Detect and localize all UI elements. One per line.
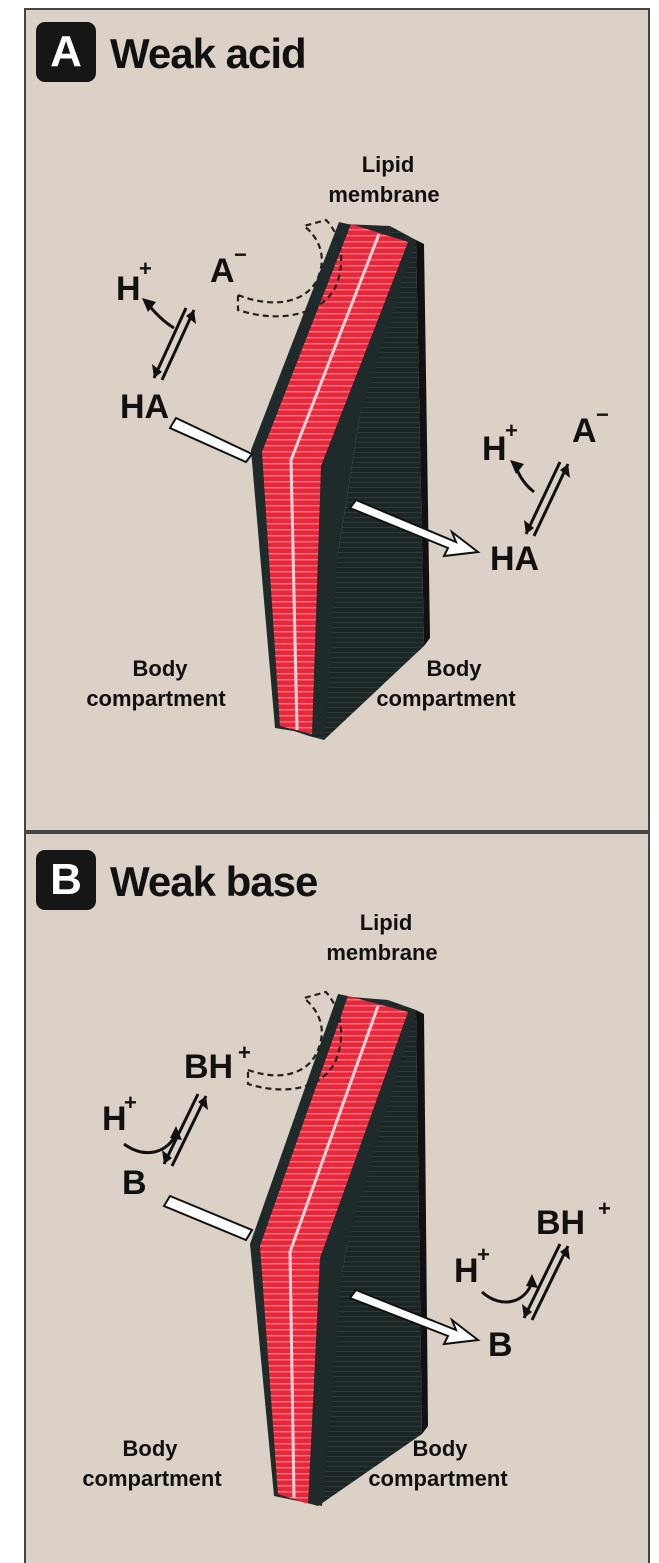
panel-weak-acid: A Weak acid <box>24 8 650 832</box>
membrane-label-line1: Lipid <box>360 910 413 935</box>
left-ion: A <box>210 252 235 290</box>
left-ion-charge: − <box>234 242 247 267</box>
membrane-label-line2: membrane <box>326 940 437 965</box>
left-compartment-line2: compartment <box>86 686 226 711</box>
right-equilibrium <box>510 460 570 536</box>
right-proton: H <box>482 430 507 468</box>
left-proton-charge: + <box>139 256 152 281</box>
lipid-membrane <box>251 222 430 740</box>
left-compartment-line2: compartment <box>82 1466 222 1491</box>
entry-arrow <box>164 1196 252 1240</box>
left-ion: BH <box>184 1048 233 1086</box>
panel-weak-base: B Weak base <box>24 832 650 1563</box>
right-proton-charge: + <box>477 1242 490 1267</box>
right-equilibrium <box>482 1244 570 1320</box>
right-neutral: HA <box>490 540 539 578</box>
left-proton-charge: + <box>124 1090 137 1115</box>
left-proton: H <box>102 1100 127 1138</box>
membrane-label-line1: Lipid <box>362 152 415 177</box>
right-ion: A <box>572 412 597 450</box>
left-proton: H <box>116 270 141 308</box>
right-ion-charge: + <box>598 1196 611 1221</box>
left-ion-charge: + <box>238 1040 251 1065</box>
right-compartment-line1: Body <box>427 656 483 681</box>
left-equilibrium <box>142 298 196 380</box>
right-compartment-line1: Body <box>413 1436 469 1461</box>
weak-acid-diagram: Lipid membrane H + A − HA H + A − HA Bod… <box>26 10 648 830</box>
right-neutral: B <box>488 1326 513 1364</box>
left-compartment-line1: Body <box>123 1436 179 1461</box>
left-neutral: B <box>122 1164 147 1202</box>
left-neutral: HA <box>120 388 169 426</box>
right-proton: H <box>454 1252 479 1290</box>
weak-base-diagram: Lipid membrane BH + H + B BH + H + B Bod… <box>26 834 648 1563</box>
right-compartment-line2: compartment <box>376 686 516 711</box>
left-compartment-line1: Body <box>133 656 189 681</box>
right-proton-charge: + <box>505 418 518 443</box>
right-ion: BH <box>536 1204 585 1242</box>
entry-arrow <box>170 418 252 462</box>
membrane-label-line2: membrane <box>328 182 439 207</box>
right-compartment-line2: compartment <box>368 1466 508 1491</box>
right-ion-charge: − <box>596 402 609 427</box>
lipid-membrane <box>250 994 428 1506</box>
